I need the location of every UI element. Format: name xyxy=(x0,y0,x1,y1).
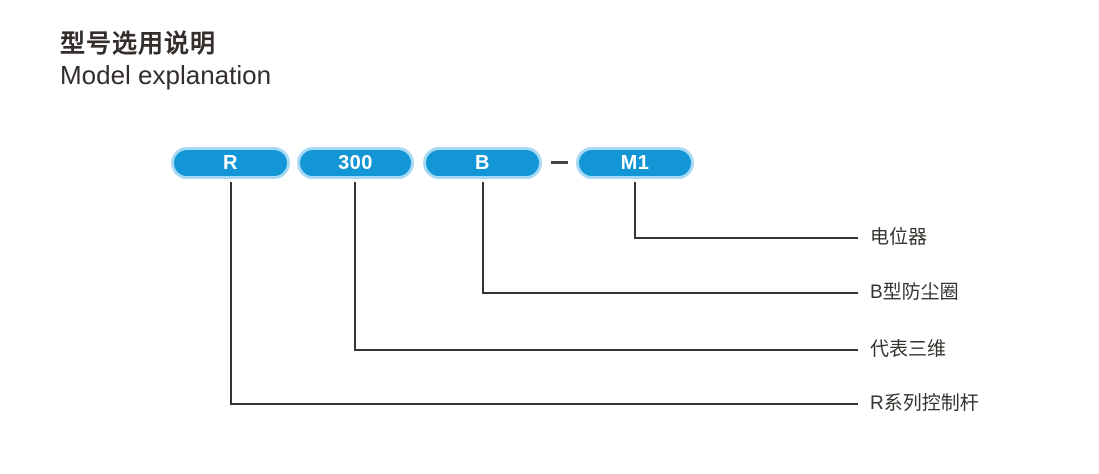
model-segment-pill-m1: M1 xyxy=(576,147,694,179)
model-segment-pill-300: 300 xyxy=(297,147,414,179)
page-title-zh: 型号选用说明 xyxy=(60,30,217,58)
model-segment-code: 300 xyxy=(338,151,373,174)
model-code-separator-dash xyxy=(551,161,568,164)
connector-horizontal-m1 xyxy=(634,237,858,239)
annotation-label-potentiometer: 电位器 xyxy=(870,227,928,248)
connector-vertical-m1 xyxy=(634,182,636,239)
page-title-en: Model explanation xyxy=(60,60,272,90)
connector-horizontal-300 xyxy=(354,349,858,351)
model-segment-pill-b: B xyxy=(423,147,542,179)
annotation-label-dust-ring: B型防尘圈 xyxy=(870,282,959,303)
annotation-label-three-dim: 代表三维 xyxy=(870,339,947,360)
connector-horizontal-r xyxy=(230,403,858,405)
model-segment-pill-r: R xyxy=(171,147,290,179)
connector-vertical-r xyxy=(230,182,232,405)
connector-vertical-b xyxy=(482,182,484,294)
model-segment-code: M1 xyxy=(620,151,650,174)
model-segment-code: B xyxy=(475,151,490,174)
annotation-label-r-series: R系列控制杆 xyxy=(870,393,979,414)
model-segment-code: R xyxy=(223,151,238,174)
connector-vertical-300 xyxy=(354,182,356,351)
connector-horizontal-b xyxy=(482,292,858,294)
